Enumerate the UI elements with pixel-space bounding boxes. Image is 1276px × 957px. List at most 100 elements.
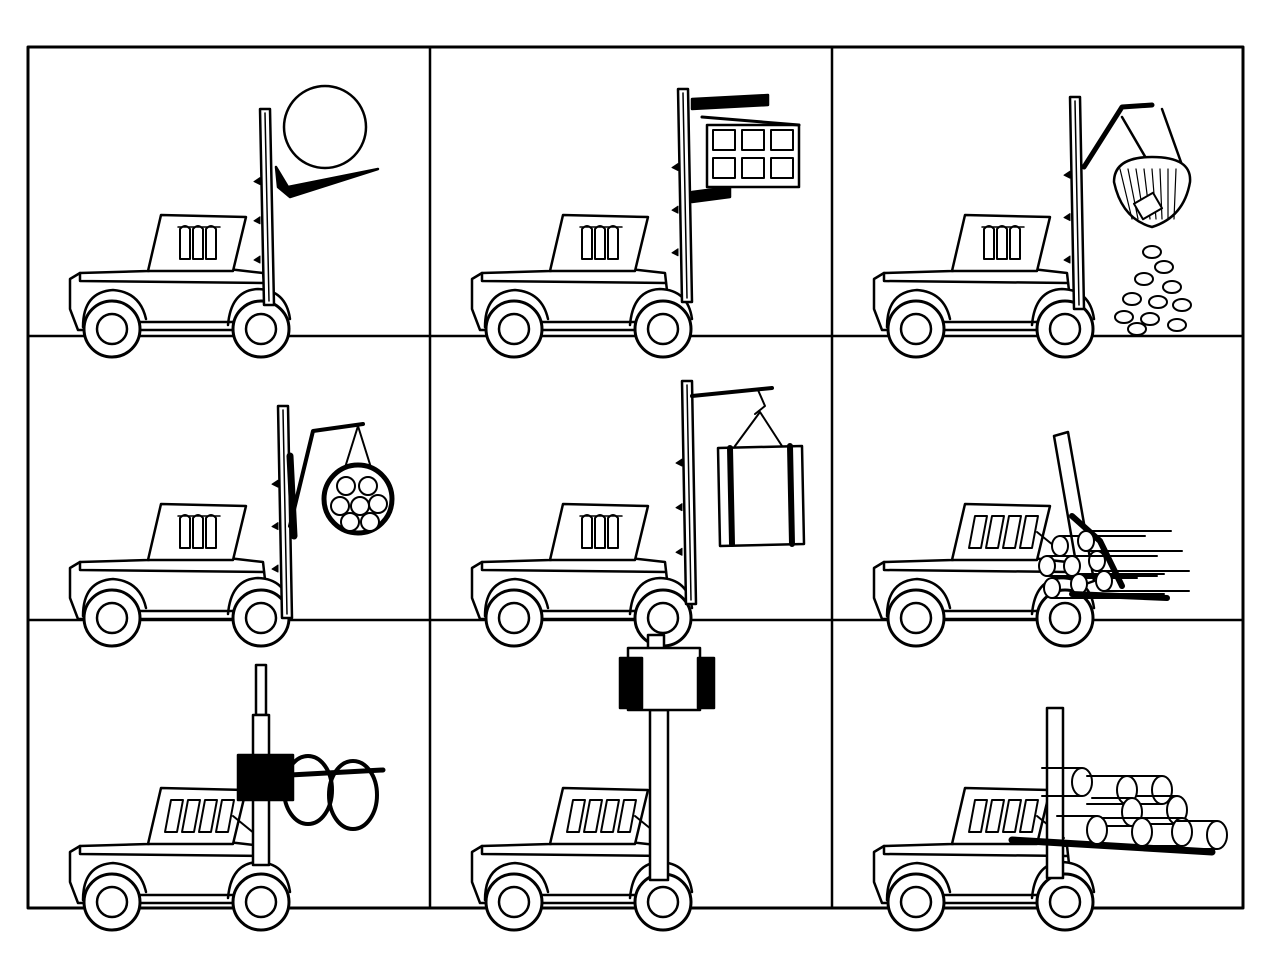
truck-icon [470, 502, 694, 648]
wheel [82, 299, 142, 359]
pipe [1206, 820, 1228, 850]
bucket-arm [1081, 102, 1155, 170]
wheel-hub [899, 312, 933, 346]
bottom-clamp [690, 185, 732, 204]
panel-log-pusher [872, 430, 1190, 648]
block [741, 157, 765, 179]
truck-icon [68, 786, 292, 932]
truck-cab [950, 213, 1052, 273]
wheel-hub [1048, 885, 1082, 919]
sphere-load [282, 84, 368, 170]
fork-clamp [274, 165, 380, 199]
top-clamp [690, 93, 770, 111]
truck-icon [470, 213, 694, 359]
truck-cab [548, 502, 650, 562]
wheel [484, 299, 544, 359]
panel-roll-clamp-high [470, 633, 716, 932]
wheel-hub [899, 601, 933, 635]
wheel [1035, 872, 1095, 932]
tipping-bucket [1112, 155, 1192, 229]
stone [1162, 280, 1182, 294]
cab-window [192, 225, 204, 260]
cab-window [179, 514, 191, 549]
wheel [886, 872, 946, 932]
wheel-hub [95, 885, 129, 919]
mast [1063, 95, 1086, 311]
stone [1122, 292, 1142, 306]
mast [671, 87, 694, 304]
truck-icon [68, 213, 292, 359]
stone [1148, 295, 1168, 309]
wheel-hub [899, 885, 933, 919]
pipe [1086, 815, 1108, 845]
truck-icon [872, 502, 1096, 648]
panel-rotating-bucket [872, 95, 1192, 359]
stone [1127, 322, 1147, 336]
cab-window [996, 225, 1008, 260]
wheel-hub [95, 601, 129, 635]
stone [1114, 310, 1134, 324]
wheel-hub [1048, 312, 1082, 346]
wheel [82, 588, 142, 648]
wheel [82, 872, 142, 932]
ram-post [254, 663, 268, 717]
wheel-hub [646, 601, 680, 635]
wheel [886, 299, 946, 359]
cab-window [607, 225, 619, 260]
wheel [231, 872, 291, 932]
stone [1140, 312, 1160, 326]
log [1077, 530, 1095, 552]
cab-window [581, 514, 593, 549]
panel-block-clamp [470, 87, 801, 359]
wheel-hub [244, 312, 278, 346]
wheel [484, 872, 544, 932]
wheel-hub [244, 885, 278, 919]
block [770, 129, 794, 151]
mast [675, 379, 698, 606]
roll [330, 496, 350, 516]
cab-window [607, 514, 619, 549]
wheel-hub [95, 312, 129, 346]
coil [282, 754, 334, 826]
truck-cab [146, 213, 248, 273]
block [712, 129, 736, 151]
stone [1134, 272, 1154, 286]
stone [1167, 318, 1187, 332]
crane-jib [288, 422, 365, 528]
stone [1154, 260, 1174, 274]
mast [253, 107, 276, 307]
panel-ball-clamp [68, 84, 380, 359]
cab-window [205, 514, 217, 549]
wheel [484, 588, 544, 648]
cab-window [1009, 225, 1021, 260]
wheel-hub [497, 312, 531, 346]
block [712, 157, 736, 179]
wheel [231, 299, 291, 359]
block-stack [705, 123, 801, 189]
pipe [1071, 767, 1093, 797]
pipe [1131, 817, 1153, 847]
roll [350, 496, 370, 516]
log [1095, 570, 1113, 592]
log [1043, 577, 1061, 599]
wheel-hub [1048, 601, 1082, 635]
truck-icon [872, 786, 1096, 932]
truck-icon [872, 213, 1096, 359]
pipe [1171, 817, 1193, 847]
truck-icon [68, 502, 292, 648]
cab-window [581, 225, 593, 260]
panels [68, 84, 1228, 932]
log [1088, 550, 1106, 572]
wheel-hub [497, 601, 531, 635]
clamp-arm [618, 656, 644, 710]
fork-mast [1045, 706, 1065, 880]
roll [340, 512, 360, 532]
roll [336, 476, 356, 496]
wheel-hub [244, 601, 278, 635]
panel-bale-hook [470, 379, 806, 648]
log [1063, 555, 1081, 577]
clamp-arm [696, 656, 716, 710]
truck-cab [548, 213, 650, 273]
wheel [1035, 299, 1095, 359]
